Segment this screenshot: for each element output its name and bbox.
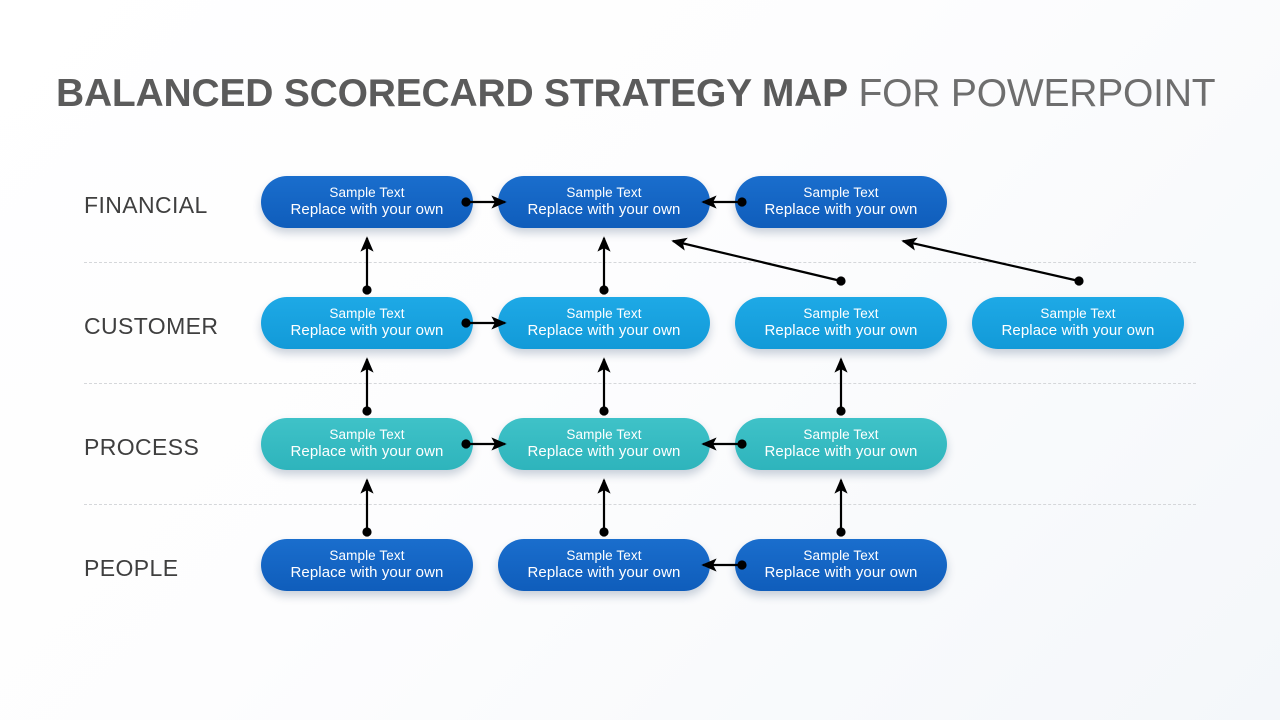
title-light: FOR POWERPOINT	[847, 72, 1216, 116]
connector-line	[901, 237, 1080, 283]
connector-source-dot	[599, 285, 609, 295]
card-title: Sample Text	[803, 306, 879, 322]
connector-people-3-to-process-3	[834, 478, 848, 537]
row-divider-2	[84, 504, 1196, 505]
connector-customer-2-to-financial-2	[597, 236, 611, 295]
card-title: Sample Text	[329, 306, 405, 322]
card-title: Sample Text	[803, 427, 879, 443]
card-subtitle: Replace with your own	[527, 443, 681, 461]
connector-source-dot	[599, 527, 609, 537]
card-subtitle: Replace with your own	[527, 322, 681, 340]
row-label-financial: FINANCIAL	[84, 192, 208, 218]
card-subtitle: Replace with your own	[290, 564, 444, 582]
connector-customer-3-to-financial-3	[671, 237, 846, 286]
connector-source-dot	[836, 276, 846, 286]
connector-source-dot	[362, 527, 372, 537]
row-label-people: PEOPLE	[84, 555, 179, 581]
card-title: Sample Text	[329, 548, 405, 564]
card-title: Sample Text	[329, 185, 405, 201]
card-title: Sample Text	[566, 427, 642, 443]
connector-source-dot	[1074, 276, 1084, 286]
page-title: BALANCED SCORECARD STRATEGY MAP FOR POWE…	[56, 72, 1216, 116]
connector-people-2-to-process-2	[597, 478, 611, 537]
connector-source-dot	[362, 285, 372, 295]
connector-line	[671, 237, 842, 283]
card-subtitle: Replace with your own	[290, 322, 444, 340]
card-subtitle: Replace with your own	[527, 564, 681, 582]
connector-source-dot	[836, 527, 846, 537]
connector-process-1-to-customer-1	[360, 357, 374, 416]
connector-customer-4-to-financial-3	[901, 237, 1084, 286]
row-divider-1	[84, 383, 1196, 384]
connector-process-2-to-customer-2	[597, 357, 611, 416]
card-subtitle: Replace with your own	[764, 322, 918, 340]
connector-process-3-to-customer-3	[834, 357, 848, 416]
card-subtitle: Replace with your own	[290, 443, 444, 461]
card-subtitle: Replace with your own	[764, 201, 918, 219]
card-title: Sample Text	[803, 185, 879, 201]
card-title: Sample Text	[803, 548, 879, 564]
card-title: Sample Text	[1040, 306, 1116, 322]
row-label-process: PROCESS	[84, 434, 200, 460]
connector-source-dot	[599, 406, 609, 416]
card-subtitle: Replace with your own	[1001, 322, 1155, 340]
connector-source-dot	[836, 406, 846, 416]
card-title: Sample Text	[566, 306, 642, 322]
card-title: Sample Text	[566, 185, 642, 201]
card-subtitle: Replace with your own	[764, 564, 918, 582]
title-strong: BALANCED SCORECARD STRATEGY MAP	[56, 72, 848, 116]
card-subtitle: Replace with your own	[290, 201, 444, 219]
row-divider-0	[84, 262, 1196, 263]
connector-people-1-to-process-1	[360, 478, 374, 537]
card-title: Sample Text	[329, 427, 405, 443]
card-subtitle: Replace with your own	[527, 201, 681, 219]
card-title: Sample Text	[566, 548, 642, 564]
row-label-customer: CUSTOMER	[84, 313, 219, 339]
card-subtitle: Replace with your own	[764, 443, 918, 461]
connector-customer-1-to-financial-1	[360, 236, 374, 295]
connector-source-dot	[362, 406, 372, 416]
